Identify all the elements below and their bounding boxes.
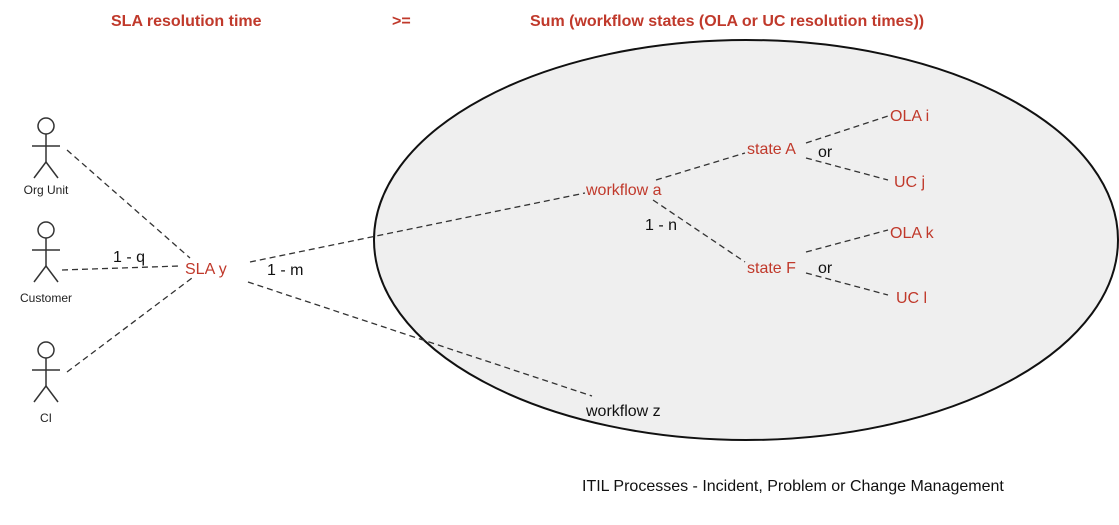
- edge-workflow-state-f: [652, 199, 746, 263]
- actor-ci-icon: [32, 341, 60, 403]
- node-uc-l: UC l: [896, 290, 927, 307]
- edge-label-1-q: 1 - q: [113, 249, 145, 266]
- itil-process-ellipse: [373, 39, 1119, 441]
- edge-label-1-n: 1 - n: [645, 217, 677, 234]
- edge-ci-sla: [66, 277, 193, 373]
- edge-state-a-uc-j: [805, 157, 889, 181]
- node-state-a: state A: [747, 141, 796, 158]
- actor-org-unit-label: Org Unit: [24, 183, 69, 197]
- node-state-f: state F: [747, 260, 796, 277]
- edge-sla-workflow-z: [247, 281, 593, 397]
- edge-label-or-f: or: [818, 260, 833, 277]
- node-ola-k: OLA k: [890, 225, 935, 242]
- edge-state-f-uc-l: [805, 272, 889, 296]
- edge-label-or-a: or: [818, 144, 833, 161]
- node-workflow-a: workflow a: [585, 182, 662, 199]
- header-sum-formula: Sum (workflow states (OLA or UC resoluti…: [530, 13, 924, 30]
- edge-label-1-m: 1 - m: [267, 262, 303, 279]
- actor-customer-label: Customer: [20, 291, 72, 305]
- actor-customer-icon: [32, 221, 60, 283]
- edge-orgunit-sla: [66, 149, 191, 259]
- header-sla-resolution-time: SLA resolution time: [111, 13, 262, 30]
- edge-customer-sla: [61, 265, 181, 271]
- node-ola-i: OLA i: [890, 108, 929, 125]
- connectors: [61, 115, 889, 397]
- caption-itil-processes: ITIL Processes - Incident, Problem or Ch…: [582, 478, 1004, 495]
- actor-ci-label: CI: [40, 411, 52, 425]
- edge-workflow-state-a: [655, 152, 746, 181]
- node-uc-j: UC j: [894, 174, 925, 191]
- edge-sla-workflow-a: [249, 192, 586, 263]
- edge-state-f-ola-k: [805, 229, 889, 253]
- node-workflow-z: workflow z: [585, 403, 661, 420]
- node-sla-y: SLA y: [185, 261, 227, 278]
- edge-state-a-ola-i: [805, 115, 889, 144]
- actor-org-unit-icon: [32, 117, 60, 179]
- header-gte: >=: [392, 13, 411, 30]
